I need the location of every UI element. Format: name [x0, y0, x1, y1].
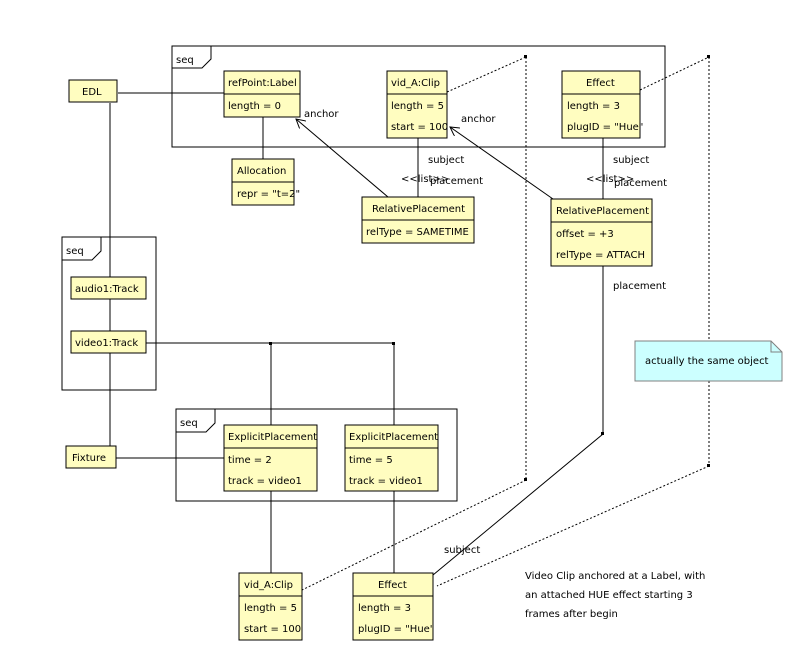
- video-track-box[interactable]: video1:Track: [70, 330, 147, 354]
- effect-bottom-box[interactable]: Effect length = 3 plugID = "Hue": [352, 572, 434, 641]
- explicit-placement-1-track: track = video1: [228, 476, 302, 487]
- relative-placement-2-name: RelativePlacement: [556, 206, 649, 217]
- subject-label-1: subject: [428, 155, 464, 166]
- ref-point-name: refPoint:Label: [228, 78, 297, 89]
- relative-placement-1-reltype: relType = SAMETIME: [366, 227, 469, 238]
- list-label-2: <<list>>: [586, 174, 634, 185]
- allocation-repr: repr = "t=2": [237, 189, 300, 200]
- placement-label-3: placement: [613, 281, 666, 292]
- ref-point-label-box[interactable]: refPoint:Label length = 0: [223, 70, 301, 118]
- fixture-name: Fixture: [72, 453, 106, 464]
- clip-bottom-start: start = 100: [244, 624, 301, 635]
- allocation-box[interactable]: Allocation repr = "t=2": [231, 158, 300, 206]
- effect-top-box[interactable]: Effect length = 3 plugID = "Hue": [561, 70, 643, 139]
- clip-bottom-length: length = 5: [244, 603, 297, 614]
- effect-top-plug: plugID = "Hue": [567, 122, 643, 133]
- caption-line-1: Video Clip anchored at a Label, with: [525, 571, 705, 582]
- list-label-1: <<list>>: [401, 174, 449, 185]
- seq-frame-placements: seq: [175, 408, 458, 502]
- note-text: actually the same object: [645, 356, 769, 367]
- allocation-name: Allocation: [237, 166, 286, 177]
- seq-frame-tracks: seq: [61, 236, 157, 391]
- effect-top-name: Effect: [586, 78, 615, 89]
- connectors: [109, 92, 604, 576]
- clip-top-length: length = 5: [391, 101, 444, 112]
- effect-top-length: length = 3: [567, 101, 620, 112]
- explicit-placement-1-box[interactable]: ExplicitPlacement time = 2 track = video…: [223, 424, 318, 492]
- association-labels: anchor anchor subject <<list>> placement…: [304, 109, 667, 556]
- same-object-links: [301, 56, 710, 591]
- subject-label-2: subject: [613, 155, 649, 166]
- effect-bottom-name: Effect: [378, 580, 407, 591]
- placement-label-2: placement: [614, 178, 667, 189]
- anchor-label-1: anchor: [304, 109, 339, 120]
- effect-bottom-plug: plugID = "Hue": [358, 624, 434, 635]
- explicit-placement-2-time: time = 5: [349, 455, 393, 466]
- clip-bottom-box[interactable]: vid_A:Clip length = 5 start = 100: [238, 572, 303, 641]
- explicit-placement-1-name: ExplicitPlacement: [228, 432, 317, 443]
- caption-line-2: an attached HUE effect starting 3: [525, 590, 693, 601]
- relative-placement-1-name: RelativePlacement: [372, 204, 465, 215]
- audio-track-box[interactable]: audio1:Track: [70, 276, 147, 300]
- fixture-box[interactable]: Fixture: [65, 445, 117, 469]
- caption: Video Clip anchored at a Label, with an …: [525, 571, 705, 620]
- clip-bottom-name: vid_A:Clip: [244, 580, 293, 591]
- relative-placement-2-box[interactable]: RelativePlacement offset = +3 relType = …: [550, 198, 653, 267]
- explicit-placement-1-time: time = 2: [228, 455, 272, 466]
- edl-name: EDL: [82, 87, 102, 98]
- effect-bottom-length: length = 3: [358, 603, 411, 614]
- explicit-placement-2-box[interactable]: ExplicitPlacement time = 5 track = video…: [344, 424, 439, 492]
- note-same-object[interactable]: actually the same object: [634, 340, 783, 382]
- explicit-placement-2-track: track = video1: [349, 476, 423, 487]
- anchor-label-2: anchor: [461, 114, 496, 125]
- clip-top-start: start = 100: [391, 122, 448, 133]
- seq-frame-top-label: seq: [176, 55, 194, 66]
- explicit-placement-2-name: ExplicitPlacement: [349, 432, 438, 443]
- relative-placement-1-box[interactable]: RelativePlacement relType = SAMETIME: [361, 196, 475, 244]
- seq-frame-placements-label: seq: [180, 418, 198, 429]
- clip-top-box[interactable]: vid_A:Clip length = 5 start = 100: [386, 70, 448, 139]
- audio-track-name: audio1:Track: [75, 284, 139, 295]
- relative-placement-2-reltype: relType = ATTACH: [556, 250, 645, 261]
- caption-line-3: frames after begin: [525, 609, 618, 620]
- edl-box[interactable]: EDL: [68, 79, 118, 103]
- relative-placement-2-offset: offset = +3: [556, 229, 614, 240]
- subject-label-3: subject: [444, 545, 480, 556]
- clip-top-name: vid_A:Clip: [391, 78, 440, 89]
- video-track-name: video1:Track: [75, 338, 138, 349]
- seq-frame-tracks-label: seq: [66, 246, 84, 257]
- ref-point-length: length = 0: [228, 101, 281, 112]
- placement-label-1: placement: [430, 176, 483, 187]
